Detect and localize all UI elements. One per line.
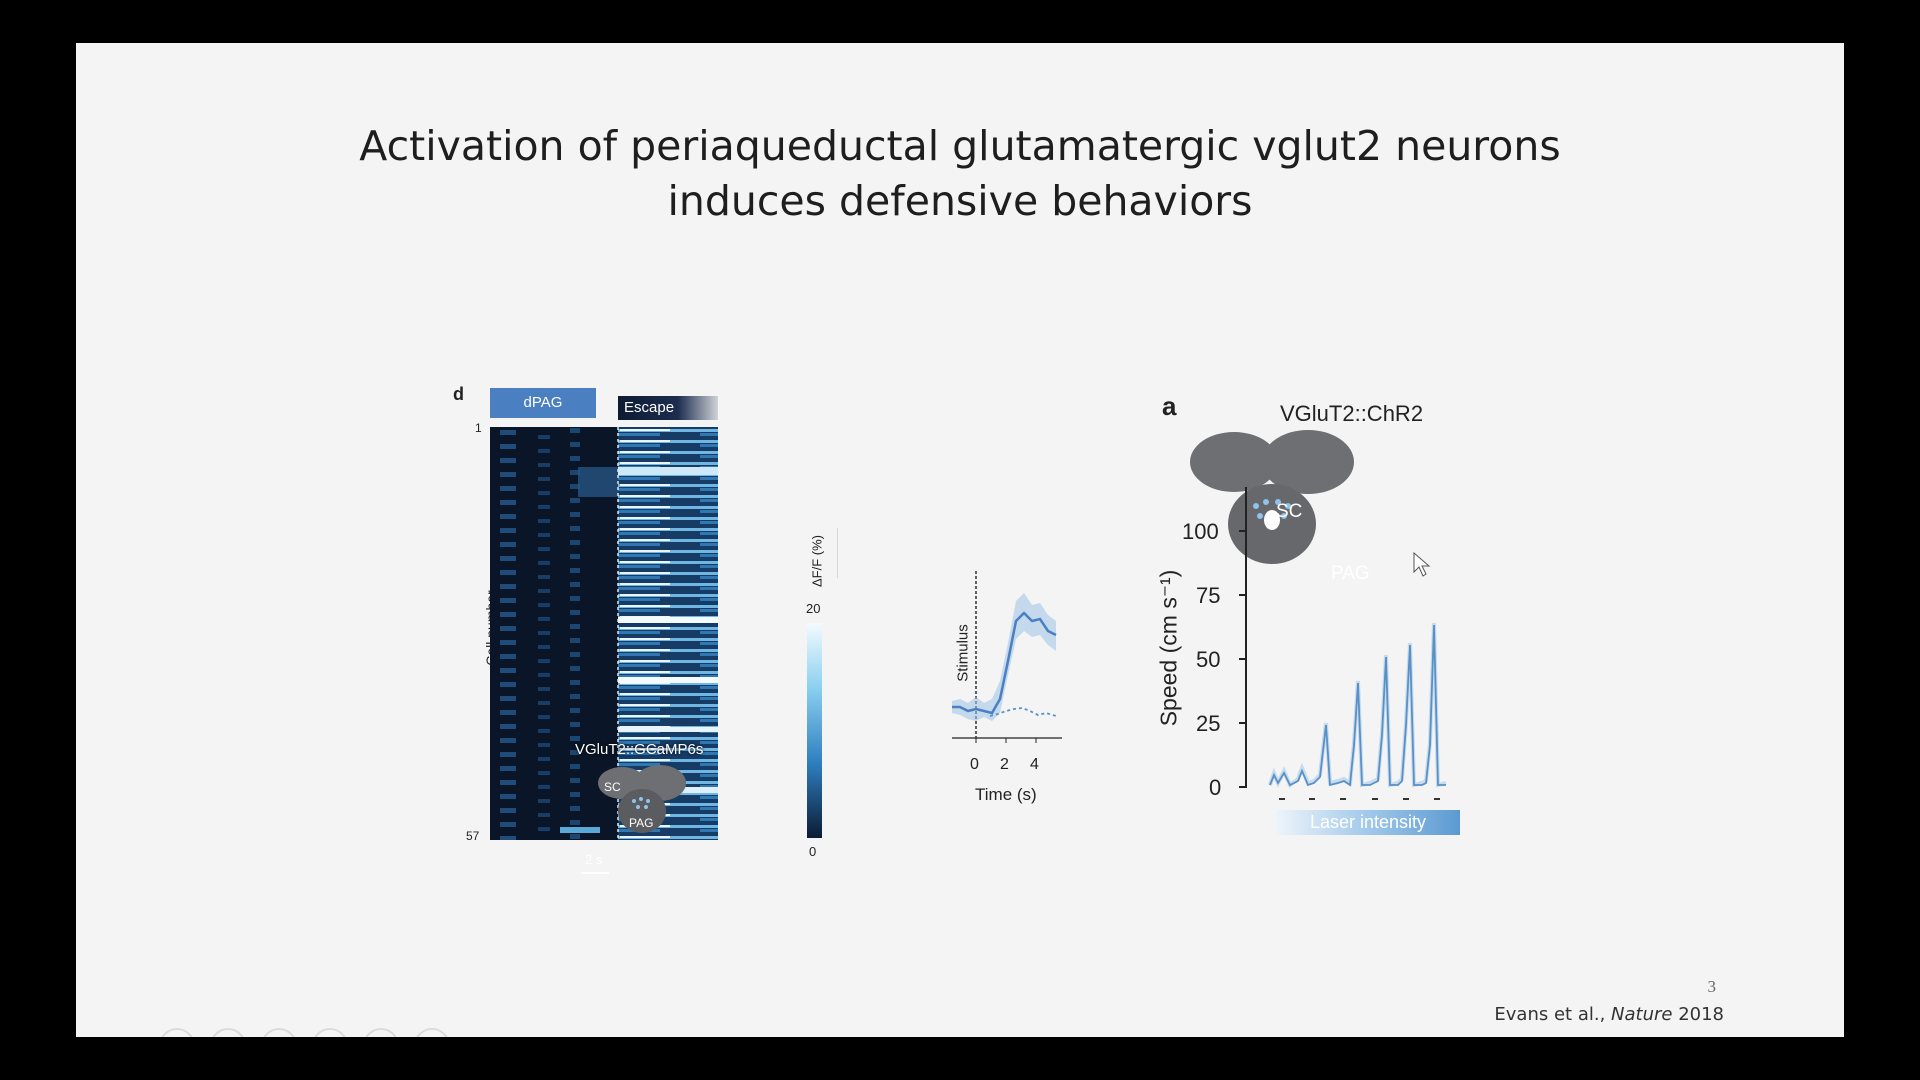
inset-pag-label: PAG [629,816,654,830]
figure-a-title: VGluT2::ChR2 [1280,401,1424,426]
slide-title: Activation of periaqueductal glutamaterg… [76,119,1844,229]
trace-x-label: Time (s) [975,785,1037,804]
panel-letter-a: a [1162,391,1177,421]
laser-intensity-bar: Laser intensity [1276,810,1460,835]
trace-sem-band [952,593,1056,721]
figure-a-sc-label: SC [1276,501,1303,522]
trace-mean-line [952,611,1057,715]
trace-plot [952,571,1062,743]
colorbar [807,623,822,838]
inset-label: VGluT2::GCaMP6s [575,741,704,758]
speed-y-label: Speed (cm s⁻¹) [1155,569,1182,727]
header-escape-label: Escape [624,399,675,416]
previous-slide-button[interactable] [159,1028,195,1037]
brain-diagram-icon [1190,430,1354,564]
title-line-1: Activation of periaqueductal glutamaterg… [359,122,1561,170]
trace-xtick-2: 2 [1000,756,1009,773]
page-number: 3 [1707,977,1717,996]
panel-letter-d: d [453,384,464,404]
trace-control-line [989,707,1057,717]
slides-button[interactable] [312,1028,348,1037]
inset-sc-label: SC [604,780,621,794]
header-dpag-label: dPAG [523,394,563,411]
y-tick-top: 1 [475,421,482,435]
scale-bar-label: 2 s [585,852,603,867]
speed-plot [1239,487,1447,800]
stimulus-label: Stimulus [954,624,972,682]
citation-authors: Evans et al., [1494,1004,1612,1025]
laser-intensity-label: Laser intensity [1309,812,1427,832]
citation: Evans et al., Nature 2018 [1494,1004,1724,1025]
scale-bar [581,872,609,874]
speed-ytick-100: 100 [1182,519,1219,544]
more-options-button[interactable] [414,1028,450,1037]
speed-ytick-0: 0 [1209,775,1222,800]
title-line-2: induces defensive behaviors [667,177,1253,225]
zoom-button[interactable] [363,1028,399,1037]
colorbar-min: 0 [809,844,817,859]
pen-button[interactable] [261,1028,297,1037]
y-tick-bottom: 57 [466,829,480,843]
speed-ytick-25: 25 [1196,711,1221,736]
speed-trace-line [1269,624,1446,787]
separator [837,528,838,578]
trace-xtick-4: 4 [1030,756,1039,773]
trace-xtick-0: 0 [970,756,979,773]
speed-ytick-75: 75 [1196,583,1221,608]
citation-year: 2018 [1672,1004,1724,1025]
slide: Activation of periaqueductal glutamaterg… [76,43,1844,1037]
header-dpag: dPAG [490,388,596,418]
brain-inset-icon [598,765,686,833]
header-escape: Escape [618,396,718,420]
speed-ytick-50: 50 [1196,647,1221,672]
colorbar-label: ΔF/F (%) [809,534,825,588]
figure-a-pag-label: PAG [1331,563,1370,584]
slideshow-controls [159,1028,450,1037]
citation-journal: Nature [1611,1004,1673,1025]
colorbar-max: 20 [806,601,821,616]
next-slide-button[interactable] [210,1028,246,1037]
mouse-cursor-icon [1413,552,1431,577]
